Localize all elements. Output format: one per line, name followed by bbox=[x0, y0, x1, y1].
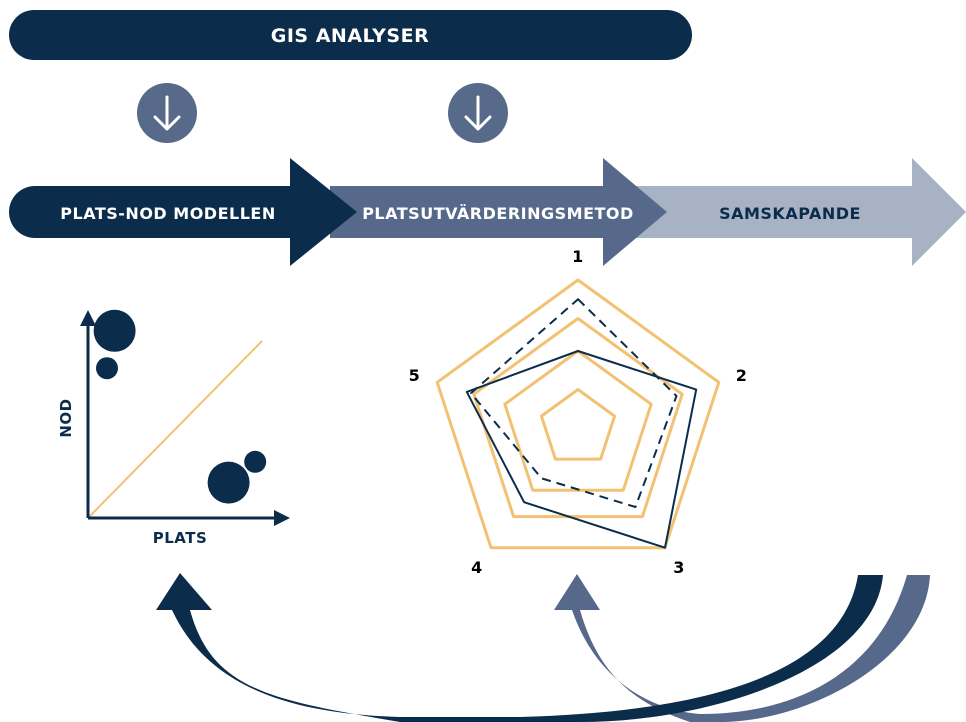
arrow-down-icon bbox=[137, 83, 197, 143]
np-x-axis-label: PLATS bbox=[153, 529, 208, 547]
process-steps: PLATS-NOD MODELLEN PLATSUTVÄRDERINGSMETO… bbox=[9, 158, 966, 266]
radar-axis-label-4: 4 bbox=[471, 558, 483, 577]
radar-chart: 1 2 3 4 5 bbox=[409, 247, 748, 577]
header-title: GIS ANALYSER bbox=[271, 25, 429, 47]
feedback-arrow-to-node-place bbox=[156, 573, 883, 722]
radar-axis-label-3: 3 bbox=[673, 558, 685, 577]
np-point bbox=[207, 461, 250, 504]
radar-ring bbox=[435, 278, 721, 550]
radar-axis-label-1: 1 bbox=[572, 247, 584, 266]
np-y-axis-arrowhead bbox=[80, 310, 96, 326]
process-step-platsutvardering bbox=[330, 158, 667, 266]
radar-series-solid bbox=[465, 350, 698, 549]
feedback-arrows bbox=[156, 573, 930, 722]
radar-series-dashed bbox=[470, 298, 678, 508]
np-x-axis-arrowhead bbox=[274, 510, 290, 526]
np-y-axis-label: NOD bbox=[57, 398, 75, 437]
node-place-chart: PLATS NOD bbox=[57, 309, 290, 547]
gis-analyser-header: GIS ANALYSER bbox=[9, 10, 692, 60]
np-point bbox=[244, 450, 267, 473]
process-step-plats-nod bbox=[9, 158, 357, 266]
step-label-samskapande: SAMSKAPANDE bbox=[719, 204, 861, 223]
feedback-arrow-to-radar bbox=[554, 574, 930, 722]
step-label-plats-nod: PLATS-NOD MODELLEN bbox=[60, 204, 275, 223]
radar-ring bbox=[472, 317, 684, 519]
process-step-samskapande bbox=[630, 158, 966, 266]
np-point bbox=[93, 309, 136, 352]
radar-axis-label-5: 5 bbox=[409, 366, 421, 385]
np-balance-line bbox=[87, 340, 263, 519]
step-label-platsutvardering: PLATSUTVÄRDERINGSMETOD bbox=[362, 204, 634, 223]
np-point bbox=[96, 357, 118, 380]
header-bar bbox=[9, 10, 692, 60]
radar-axis-label-2: 2 bbox=[736, 366, 748, 385]
radar-ring bbox=[539, 388, 617, 461]
radar-ring bbox=[503, 349, 653, 492]
arrow-down-icon bbox=[448, 83, 508, 143]
